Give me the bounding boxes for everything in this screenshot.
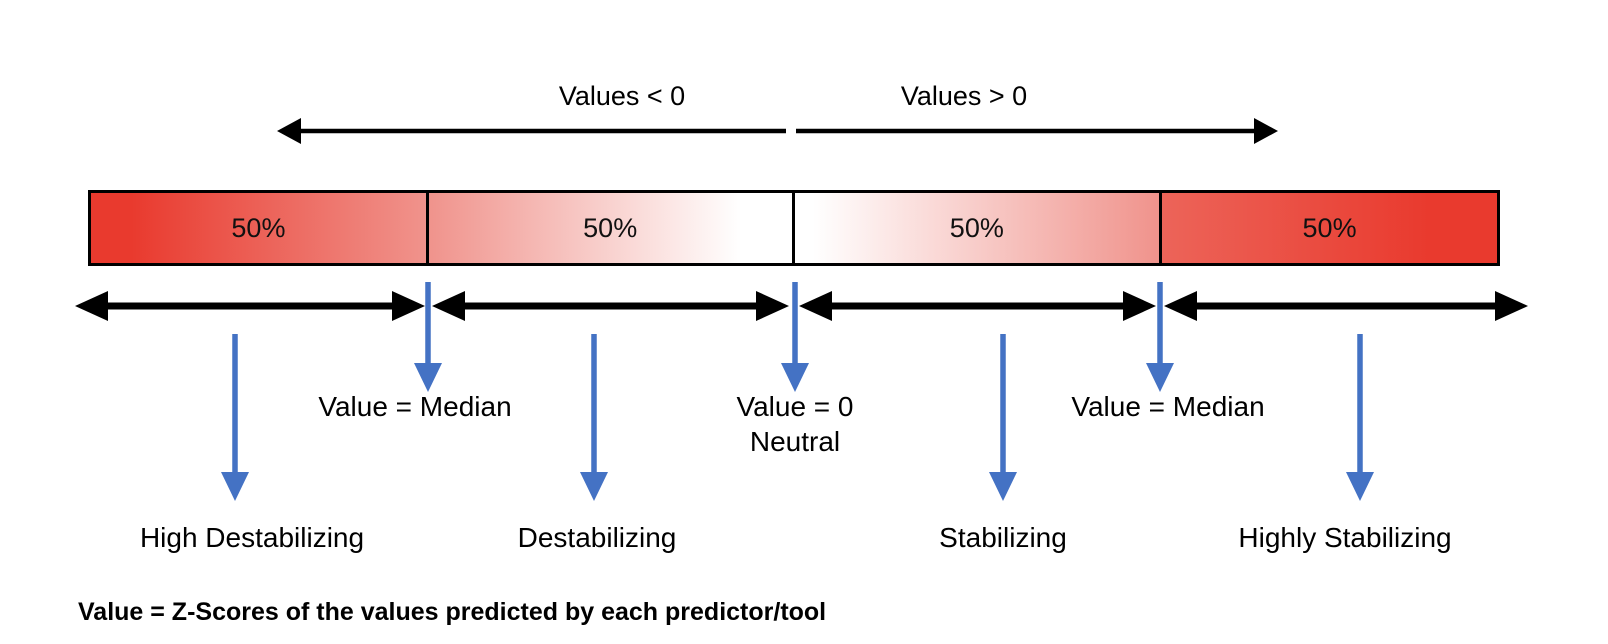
pointer-median-left-icon — [414, 282, 442, 392]
bar-segment-stabilizing: 50% — [791, 193, 1160, 263]
bar-segment-destabilizing: 50% — [425, 193, 792, 263]
values-negative-arrow-icon — [277, 118, 786, 144]
pointer-stabilizing-icon — [989, 334, 1017, 501]
value-definition-caption: Value = Z-Scores of the values predicted… — [78, 598, 827, 626]
segment-percent-label: 50% — [1302, 212, 1357, 243]
range-arrow-highly-stabilizing-icon — [1164, 291, 1528, 321]
zone-label-high-destabilizing: High Destabilizing — [139, 522, 365, 553]
range-arrow-stabilizing-icon — [799, 291, 1156, 321]
pointer-highly-stabilizing-icon — [1346, 334, 1374, 501]
values-positive-arrow-icon — [796, 118, 1278, 144]
zero-label-line: Value = 0 — [736, 391, 854, 422]
zone-label-destabilizing: Destabilizing — [517, 522, 677, 553]
median-right-label: Value = Median — [1071, 391, 1265, 422]
zero-neutral-label: Value = 0 Neutral — [736, 389, 853, 459]
zone-label-stabilizing: Stabilizing — [939, 522, 1067, 553]
median-left-label: Value = Median — [318, 391, 512, 422]
pointer-destabilizing-icon — [580, 334, 608, 501]
zone-label-highly-stabilizing: Highly Stabilizing — [1238, 522, 1452, 553]
distribution-bar: 50% 50% 50% 50% — [88, 190, 1500, 266]
values-negative-label: Values < 0 — [558, 81, 686, 111]
neutral-label-line: Neutral — [749, 426, 841, 457]
pointer-median-right-icon — [1146, 282, 1174, 392]
pointer-zero-neutral-icon — [781, 282, 809, 392]
pointer-high-destabilizing-icon — [221, 334, 249, 501]
segment-percent-label: 50% — [949, 212, 1004, 243]
values-positive-label: Values > 0 — [900, 81, 1028, 111]
segment-percent-label: 50% — [583, 212, 638, 243]
range-arrow-high-destabilizing-icon — [75, 291, 425, 321]
segment-percent-label: 50% — [231, 212, 286, 243]
bar-segment-highly-stabilizing: 50% — [1159, 193, 1497, 263]
range-arrow-destabilizing-icon — [432, 291, 789, 321]
bar-segment-high-destabilizing: 50% — [91, 193, 426, 263]
